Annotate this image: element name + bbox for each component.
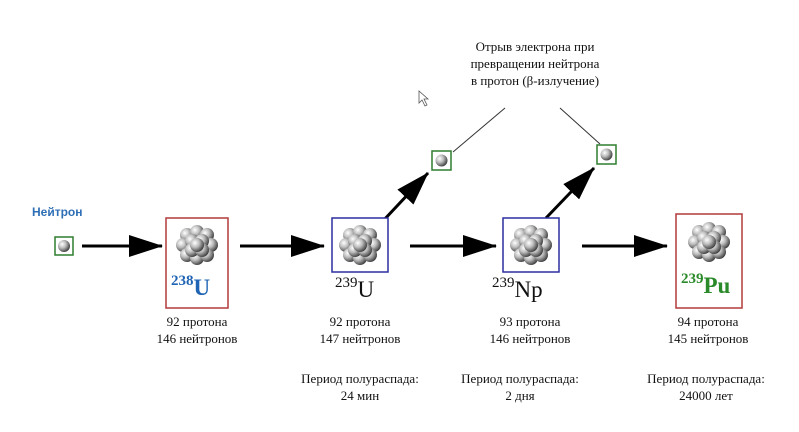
np239-mass-number: 239 bbox=[492, 275, 515, 291]
electron-particle-2 bbox=[600, 148, 613, 161]
pu239-protons: 94 протона bbox=[677, 314, 739, 329]
np239-composition: 93 протона 146 нейтронов bbox=[465, 313, 595, 347]
u238-nucleus bbox=[176, 225, 218, 265]
pu239-halflife-label: Период полураспада: bbox=[647, 371, 765, 386]
annotation-line-1: Отрыв электрона при bbox=[475, 39, 595, 54]
u238-symbol: 238U bbox=[171, 273, 211, 301]
u239-halflife-value: 24 мин bbox=[340, 388, 380, 403]
annotation-line-right bbox=[559, 107, 601, 145]
u238-mass-number: 238 bbox=[171, 273, 194, 289]
np239-halflife-value: 2 дня bbox=[505, 388, 535, 403]
u238-protons: 92 протона bbox=[166, 314, 228, 329]
u239-symbol: 239U bbox=[335, 275, 375, 303]
pu239-mass-number: 239 bbox=[681, 271, 704, 287]
np239-halflife: Период полураспада: 2 дня bbox=[440, 370, 600, 404]
annotation-line-2: превращении нейтрона bbox=[470, 56, 600, 71]
neutron-label: Нейтрон bbox=[32, 205, 83, 219]
pu239-neutrons: 145 нейтронов bbox=[667, 331, 749, 346]
u239-protons: 92 протона bbox=[329, 314, 391, 329]
np239-nucleus bbox=[510, 225, 552, 265]
np239-neutrons: 146 нейтронов bbox=[489, 331, 571, 346]
pu239-symbol: 239Pu bbox=[681, 271, 731, 299]
np239-element: Np bbox=[514, 277, 543, 302]
pu239-halflife: Период полураспада: 24000 лет bbox=[626, 370, 786, 404]
pu239-nucleus bbox=[688, 222, 730, 262]
mouse-cursor-icon bbox=[418, 90, 430, 107]
u239-mass-number: 239 bbox=[335, 275, 358, 291]
u238-composition: 92 протона 146 нейтронов bbox=[132, 313, 262, 347]
u239-halflife-label: Период полураспада: bbox=[301, 371, 419, 386]
np239-protons: 93 протона bbox=[499, 314, 561, 329]
u239-halflife: Период полураспада: 24 мин bbox=[280, 370, 440, 404]
pu239-halflife-value: 24000 лет bbox=[679, 388, 733, 403]
beta-annotation: Отрыв электрона при превращении нейтрона… bbox=[442, 38, 628, 89]
pu239-element: Pu bbox=[703, 273, 731, 298]
electron-particle-1 bbox=[435, 154, 448, 167]
u239-neutrons: 147 нейтронов bbox=[319, 331, 401, 346]
annotation-line-left bbox=[452, 107, 506, 153]
u239-element: U bbox=[357, 277, 375, 302]
beta-arrow-1 bbox=[380, 171, 430, 224]
np239-halflife-label: Период полураспада: bbox=[461, 371, 579, 386]
beta-arrow-2 bbox=[544, 166, 596, 220]
u239-nucleus bbox=[339, 225, 381, 265]
u238-element: U bbox=[193, 275, 211, 300]
u238-neutrons: 146 нейтронов bbox=[156, 331, 238, 346]
np239-symbol: 239Np bbox=[492, 275, 543, 303]
neutron-particle bbox=[58, 240, 70, 252]
annotation-line-3: в протон (β-излучение) bbox=[470, 73, 600, 88]
pu239-composition: 94 протона 145 нейтронов bbox=[643, 313, 773, 347]
u239-composition: 92 протона 147 нейтронов bbox=[295, 313, 425, 347]
